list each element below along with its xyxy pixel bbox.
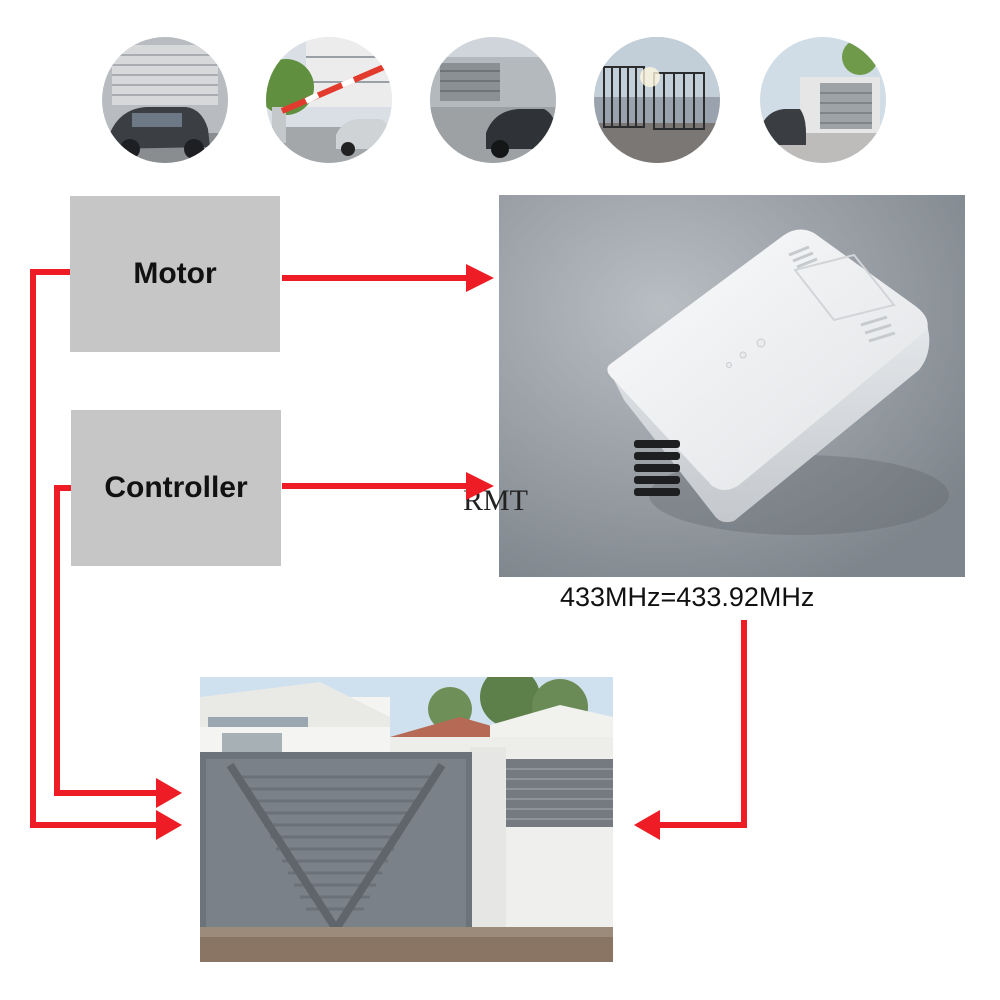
gate-photo (200, 677, 613, 962)
controller-box: Controller (71, 410, 281, 566)
thumbnail-barrier (266, 37, 392, 163)
motor-box: Motor (70, 196, 280, 352)
arrow-receiver-to-gate (658, 620, 747, 828)
thumbnail-modern-gate (760, 37, 886, 163)
remote-receiver-icon (499, 195, 965, 577)
arrowhead-motor-receiver (466, 264, 494, 292)
sliding-gate-icon (200, 677, 613, 962)
arrowhead-controller-gate (156, 778, 182, 808)
modern-gate-icon (760, 37, 886, 163)
arrowhead-controller-receiver (466, 472, 494, 500)
arrowhead-motor-gate (156, 810, 182, 840)
motor-label: Motor (133, 257, 217, 290)
controller-label: Controller (104, 471, 248, 504)
frequency-label: 433MHz=433.92MHz (560, 582, 815, 612)
barrier-gate-icon (266, 37, 392, 163)
arrowhead-receiver-gate (634, 810, 660, 840)
receiver-photo (499, 195, 965, 577)
arrow-motor-to-gate (30, 269, 160, 828)
arrow-controller-to-gate (54, 485, 160, 796)
